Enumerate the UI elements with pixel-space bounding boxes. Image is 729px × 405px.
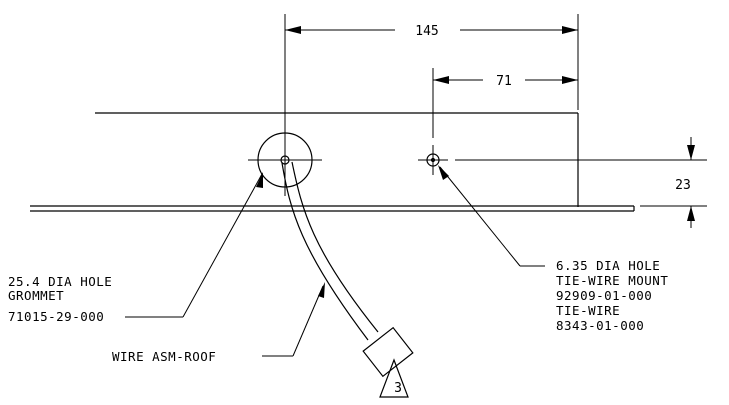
dimension-23-text: 23 — [675, 178, 691, 193]
note-flag-text: 3 — [394, 381, 402, 396]
dimension-71-text: 71 — [496, 74, 512, 89]
dimension-145: 145 — [285, 24, 578, 39]
callout-tie-wire: 6.35 DIA HOLE TIE-WIRE MOUNT 92909-01-00… — [556, 258, 668, 333]
grommet-hole — [248, 124, 322, 196]
grommet-label: GROMMET — [8, 288, 64, 303]
tie-wire-label: TIE-WIRE — [556, 303, 620, 318]
tie-wire-mount-part-number: 92909-01-000 — [556, 288, 652, 303]
tie-wire-hole — [418, 145, 448, 175]
leader-grommet — [125, 172, 263, 318]
tie-wire-part-number: 8343-01-000 — [556, 318, 644, 333]
callout-grommet: 25.4 DIA HOLE GROMMET 71015-29-000 — [8, 274, 112, 324]
note-flag-3: 3 — [379, 358, 409, 398]
leader-tie-wire — [438, 165, 545, 267]
tie-wire-hole-size: 6.35 DIA HOLE — [556, 258, 660, 273]
roof-panel — [30, 112, 635, 212]
dimension-71: 71 — [433, 74, 578, 89]
grommet-part-number: 71015-29-000 — [8, 309, 104, 324]
wire-assembly — [281, 161, 414, 378]
dimension-145-text: 145 — [415, 24, 438, 39]
leader-wire — [262, 282, 325, 357]
grommet-hole-size: 25.4 DIA HOLE — [8, 274, 112, 289]
wire-assembly-label: WIRE ASM-ROOF — [112, 349, 216, 364]
dimension-23: 23 — [455, 137, 707, 228]
tie-wire-mount-label: TIE-WIRE MOUNT — [556, 273, 668, 288]
wire-connector — [362, 326, 414, 378]
